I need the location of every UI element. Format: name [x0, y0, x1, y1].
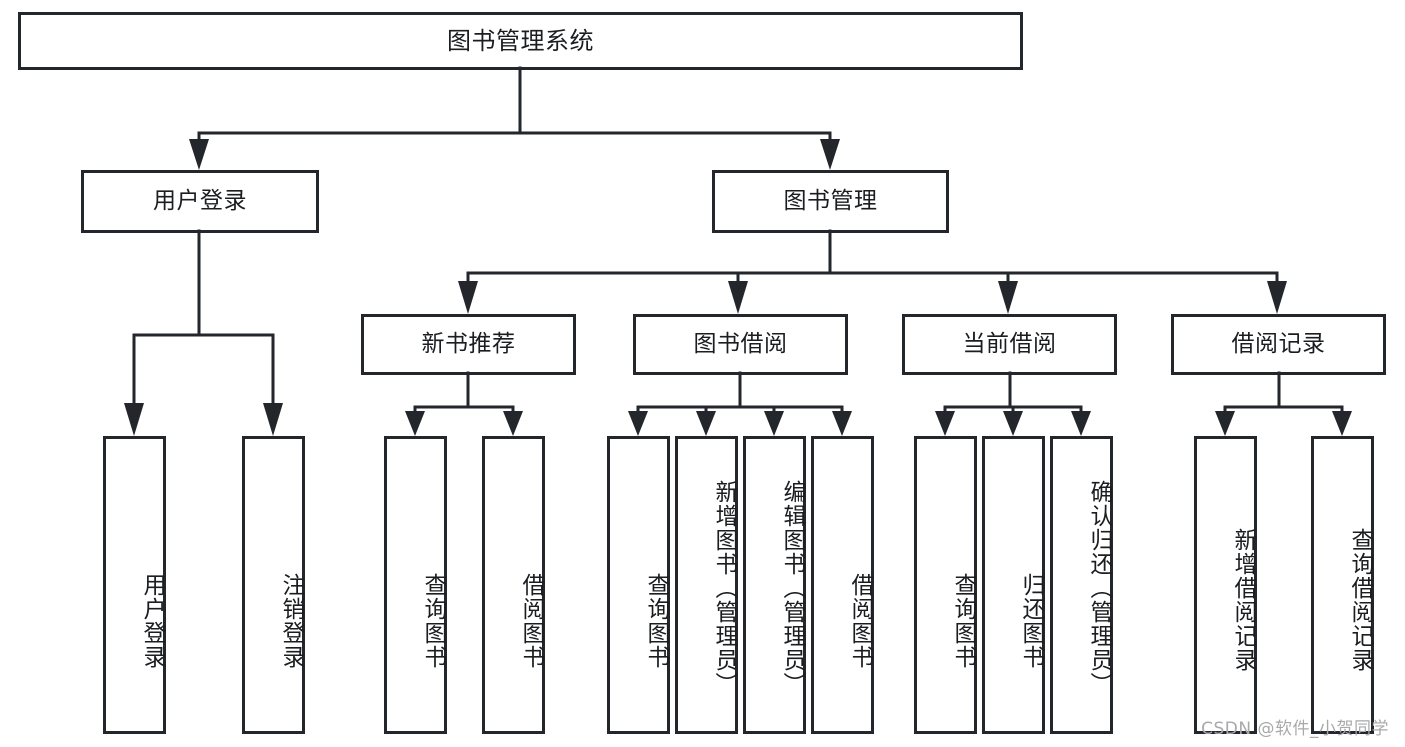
- arrow-head-book-borrow: [728, 281, 748, 314]
- node-box-leaf-query-book-1[interactable]: [384, 436, 447, 734]
- arrow-head-leaf-user-login: [124, 403, 144, 436]
- node-box-leaf-borrow-book-1[interactable]: [482, 436, 545, 734]
- arrow-head-borrow-record: [1267, 281, 1287, 314]
- arrow-head-nb-leaf-1: [405, 411, 425, 436]
- arrow-head-bb-leaf-1: [628, 411, 648, 436]
- arrow-head-bb-leaf-4: [832, 411, 852, 436]
- node-box-leaf-confirm-return[interactable]: [1050, 436, 1113, 734]
- arrow-head-cb-leaf-1: [935, 411, 955, 436]
- node-box-leaf-add-record[interactable]: [1194, 436, 1257, 734]
- node-box-root[interactable]: [18, 12, 1023, 70]
- arrow-head-bb-leaf-2: [696, 411, 716, 436]
- arrow-head-br-leaf-1: [1215, 411, 1235, 436]
- node-box-leaf-add-book[interactable]: [675, 436, 738, 734]
- node-box-leaf-return-book[interactable]: [982, 436, 1045, 734]
- node-box-leaf-query-book-2[interactable]: [607, 436, 670, 734]
- node-box-current-borrow[interactable]: [902, 314, 1117, 375]
- arrow-head-nb-leaf-2: [503, 411, 523, 436]
- node-box-borrow-record[interactable]: [1171, 314, 1386, 375]
- arrow-head-cb-leaf-2: [1003, 411, 1023, 436]
- node-box-leaf-logout-login[interactable]: [242, 436, 305, 734]
- arrow-head-br-leaf-2: [1332, 411, 1352, 436]
- node-box-leaf-user-login[interactable]: [103, 436, 166, 734]
- arrow-head-new-book: [458, 281, 478, 314]
- node-box-leaf-query-record[interactable]: [1311, 436, 1374, 734]
- node-box-book-manage[interactable]: [712, 170, 949, 233]
- node-box-leaf-query-book-3[interactable]: [914, 436, 977, 734]
- arrow-head-user-login: [189, 139, 209, 170]
- node-box-leaf-edit-book[interactable]: [743, 436, 806, 734]
- arrow-head-current-borrow: [998, 281, 1018, 314]
- arrow-head-cb-leaf-3: [1071, 411, 1091, 436]
- node-box-user-login[interactable]: [81, 170, 319, 233]
- node-box-new-book-recommend[interactable]: [361, 314, 576, 375]
- node-box-leaf-borrow-book-2[interactable]: [811, 436, 874, 734]
- arrow-head-leaf-logout: [263, 403, 283, 436]
- arrow-head-bb-leaf-3: [764, 411, 784, 436]
- node-box-book-borrow[interactable]: [633, 314, 848, 375]
- arrow-head-book-manage: [820, 139, 840, 170]
